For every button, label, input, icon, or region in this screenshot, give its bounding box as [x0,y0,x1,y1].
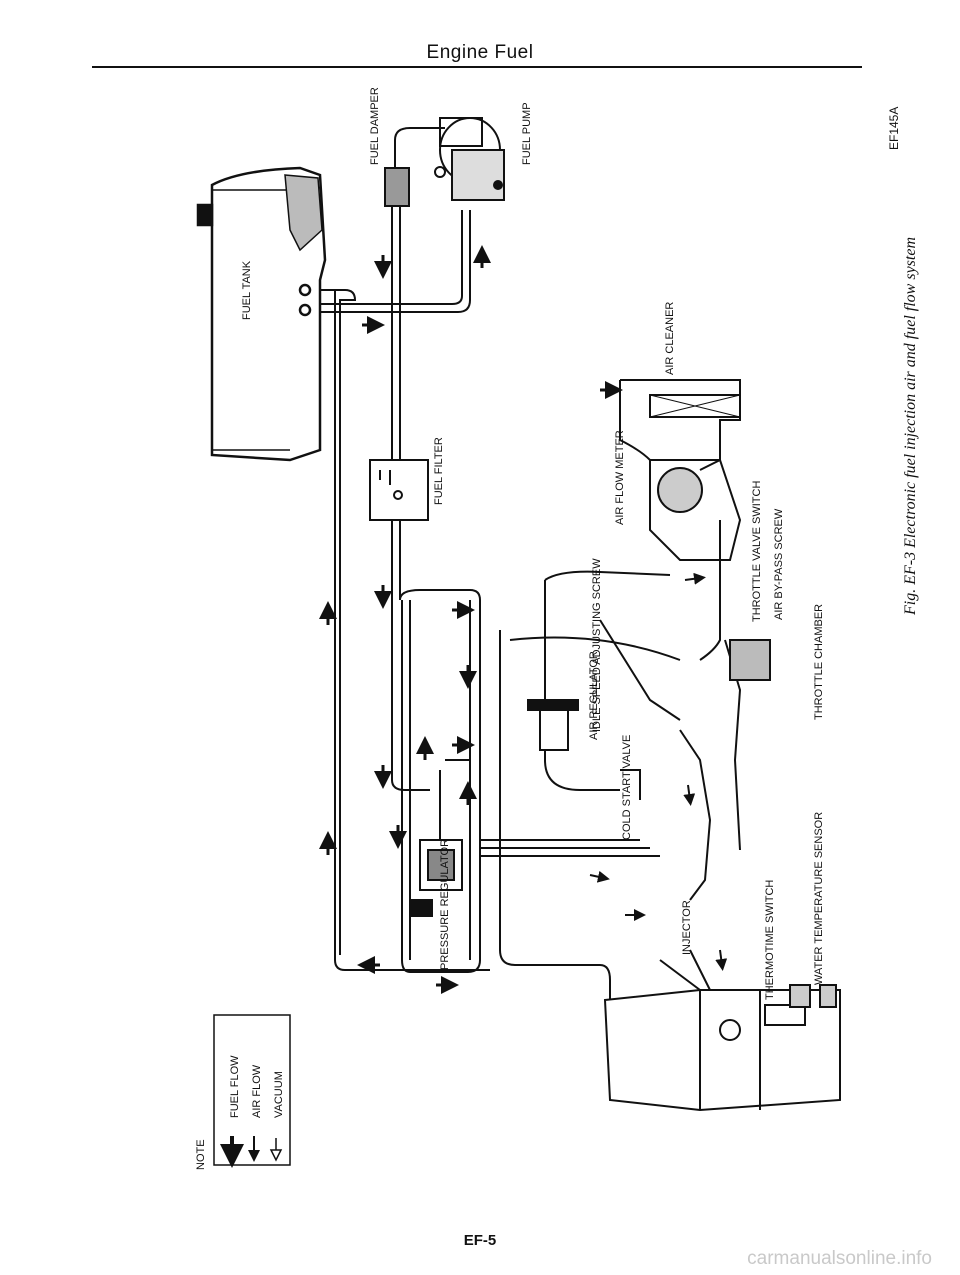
label-fuel-filter: FUEL FILTER [433,437,445,505]
legend: NOTE FUEL FLOW AIR FLOW VACUUM [195,1014,291,1170]
hollow-arrow-icon [269,1138,283,1162]
intake-system [480,379,771,1000]
figure-caption: Fig. EF-3 Electronic fuel injection air … [902,237,919,616]
legend-item-vacuum: VACUUM [269,1071,285,1162]
svg-text:FUEL FLOW: FUEL FLOW [229,1055,241,1118]
label-throttle-valve-switch: THROTTLE VALVE SWITCH [751,481,763,622]
label-air-regulator: AIR REGULATOR [588,651,600,740]
label-injector: INJECTOR [681,900,693,955]
engine-block [603,949,841,1112]
figure-code: EF145A [887,107,901,150]
label-fuel-tank: FUEL TANK [241,260,253,320]
label-pressure-regulator: PRESSURE REGULATOR [439,839,451,970]
fuel-filter [369,459,429,521]
pressure-regulator [409,839,463,917]
label-fuel-damper: FUEL DAMPER [369,87,381,165]
label-air-flow-meter: AIR FLOW METER [614,430,626,525]
legend-item-fuel-flow: FUEL FLOW [220,1055,244,1168]
label-fuel-pump: FUEL PUMP [521,102,533,165]
header-rule [92,66,862,68]
label-water-temperature-sensor: WATER TEMPERATURE SENSOR [813,812,825,985]
label-air-cleaner: AIR CLEANER [664,302,676,375]
legend-title: NOTE [195,1139,207,1170]
label-thermotime-switch: THERMOTIME SWITCH [764,880,776,1000]
fuel-lines [320,206,490,973]
air-flow-arrows [589,572,728,971]
label-cold-start-valve: COLD START VALVE [621,735,633,840]
watermark: carmanualsonline.info [747,1248,932,1269]
page-header-title: Engine Fuel [426,42,534,63]
svg-text:AIR FLOW: AIR FLOW [251,1064,263,1118]
legend-item-air-flow: AIR FLOW [248,1064,263,1162]
fuel-flow-arrows [319,245,623,994]
label-air-bypass-screw: AIR BY-PASS SCREW [773,508,785,620]
label-idle-speed-adjusting-screw: IDLE SPEED ADJUSTING SCREW [591,558,603,732]
fuel-tank [196,166,327,462]
component-labels: FUEL DAMPER FUEL PUMP FUEL TANK FUEL FIL… [241,87,825,1000]
page-number: EF-5 [463,1232,497,1249]
label-throttle-chamber: THROTTLE CHAMBER [813,604,825,720]
svg-text:VACUUM: VACUUM [273,1071,285,1118]
fuel-pump-assembly [384,117,505,207]
